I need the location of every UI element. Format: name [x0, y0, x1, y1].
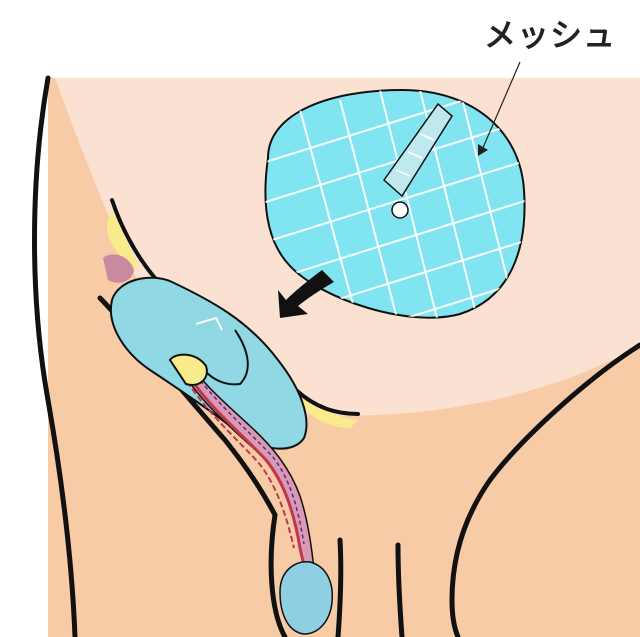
testis — [280, 562, 332, 634]
penis-left-outline — [338, 540, 341, 637]
mesh-keyhole — [392, 202, 408, 218]
